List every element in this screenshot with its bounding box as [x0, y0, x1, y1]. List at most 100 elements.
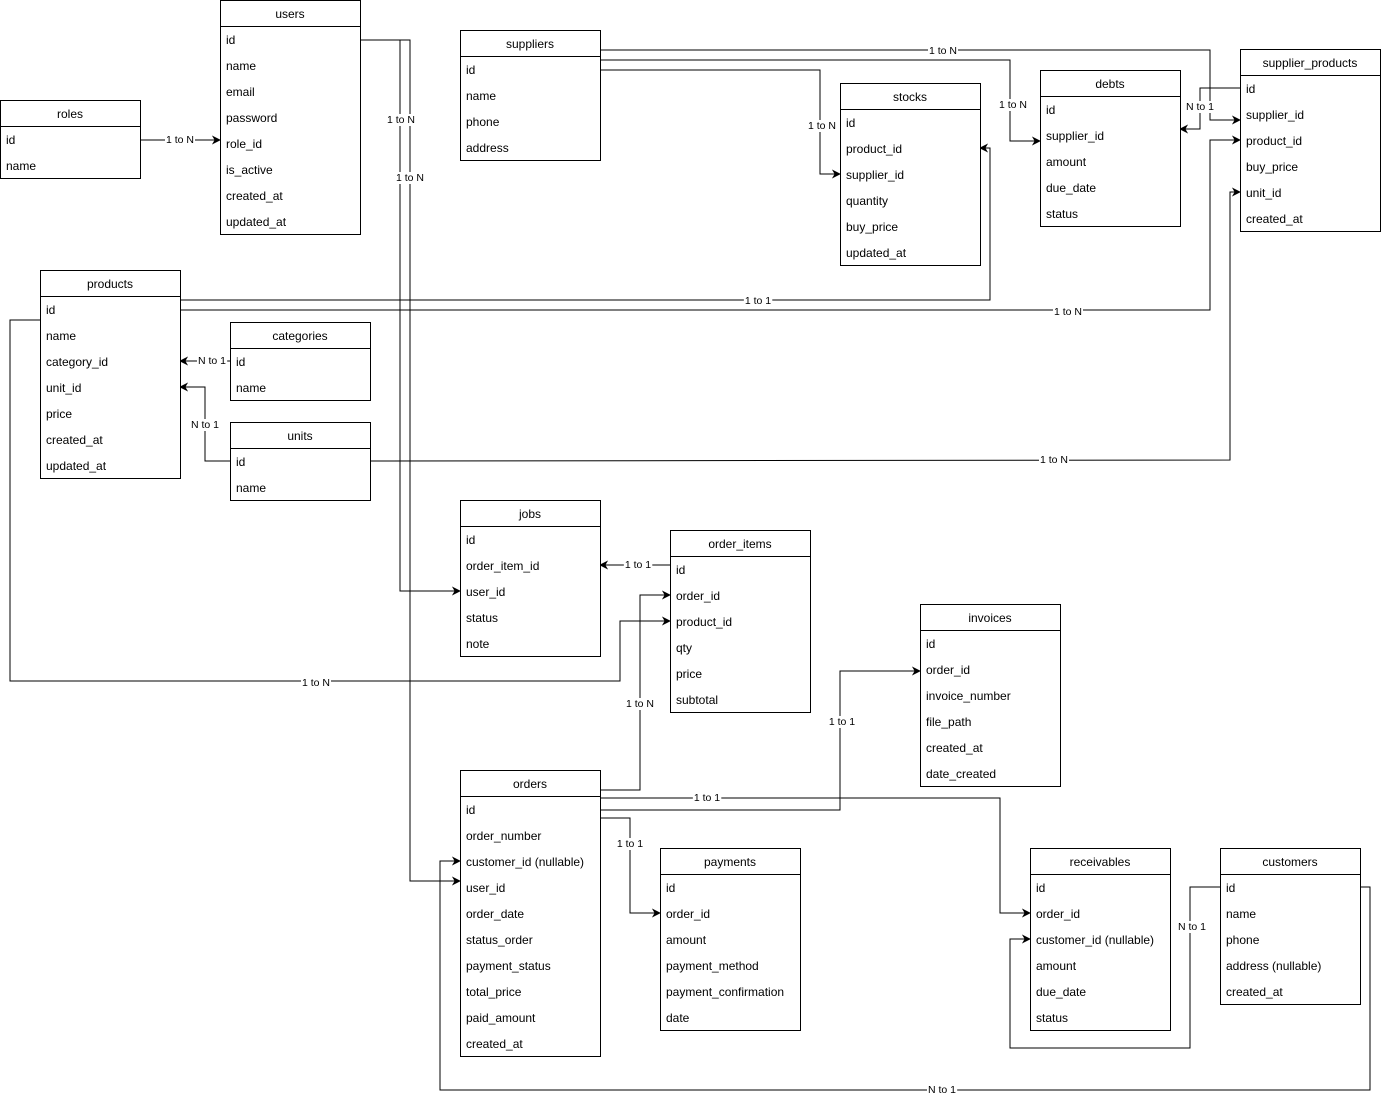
table-field[interactable]: id — [236, 455, 245, 469]
table-field[interactable]: buy_price — [1246, 160, 1298, 174]
table-field[interactable]: product_id — [846, 142, 902, 156]
table-field[interactable]: id — [466, 803, 475, 817]
table-field[interactable]: supplier_id — [846, 168, 904, 182]
table-field[interactable]: created_at — [926, 741, 983, 755]
table-field[interactable]: product_id — [1246, 134, 1302, 148]
table-field[interactable]: created_at — [1246, 212, 1303, 226]
table-field[interactable]: supplier_id — [1246, 108, 1304, 122]
table-field[interactable]: amount — [666, 933, 707, 947]
table-field[interactable]: updated_at — [846, 246, 907, 260]
table-field[interactable]: amount — [1046, 155, 1087, 169]
table-field[interactable]: payment_method — [666, 959, 759, 973]
table-field[interactable]: name — [466, 89, 496, 103]
table-field[interactable]: customer_id (nullable) — [466, 855, 584, 869]
table-field[interactable]: file_path — [926, 715, 971, 729]
table-field[interactable]: due_date — [1036, 985, 1086, 999]
table-field[interactable]: total_price — [466, 985, 522, 999]
table-field[interactable]: id — [846, 116, 855, 130]
table-field[interactable]: paid_amount — [466, 1011, 536, 1025]
table-field[interactable]: updated_at — [46, 459, 107, 473]
table-field[interactable]: id — [676, 563, 685, 577]
table-field[interactable]: name — [1226, 907, 1256, 921]
table-field[interactable]: email — [226, 85, 255, 99]
table-field[interactable]: unit_id — [46, 381, 81, 395]
table-field[interactable]: status — [1046, 207, 1078, 221]
table-order-items[interactable]: order_itemsidorder_idproduct_idqtyprices… — [670, 530, 811, 713]
table-field[interactable]: id — [6, 133, 15, 147]
table-field[interactable]: id — [466, 63, 475, 77]
table-field[interactable]: id — [226, 33, 235, 47]
table-field[interactable]: order_id — [1036, 907, 1080, 921]
table-field[interactable]: phone — [466, 115, 500, 129]
table-invoices[interactable]: invoicesidorder_idinvoice_numberfile_pat… — [920, 604, 1061, 787]
table-field[interactable]: name — [236, 481, 266, 495]
table-field[interactable]: order_item_id — [466, 559, 539, 573]
table-products[interactable]: productsidnamecategory_idunit_idpricecre… — [40, 270, 181, 479]
table-field[interactable]: name — [226, 59, 256, 73]
table-field[interactable]: id — [1036, 881, 1045, 895]
table-field[interactable]: invoice_number — [926, 689, 1011, 703]
table-field[interactable]: user_id — [466, 585, 505, 599]
table-field[interactable]: created_at — [1226, 985, 1283, 999]
table-field[interactable]: unit_id — [1246, 186, 1281, 200]
table-stocks[interactable]: stocksidproduct_idsupplier_idquantitybuy… — [840, 83, 981, 266]
table-field[interactable]: order_id — [926, 663, 970, 677]
table-field[interactable]: order_date — [466, 907, 524, 921]
table-field[interactable]: id — [46, 303, 55, 317]
table-field[interactable]: status — [466, 611, 498, 625]
table-field[interactable]: price — [676, 667, 702, 681]
table-field[interactable]: name — [236, 381, 266, 395]
table-field[interactable]: created_at — [226, 189, 283, 203]
table-field[interactable]: id — [466, 533, 475, 547]
table-users[interactable]: usersidnameemailpasswordrole_idis_active… — [220, 0, 361, 235]
table-field[interactable]: name — [6, 159, 36, 173]
table-field[interactable]: status_order — [466, 933, 533, 947]
table-field[interactable]: date — [666, 1011, 690, 1025]
table-field[interactable]: created_at — [46, 433, 103, 447]
table-field[interactable]: price — [46, 407, 72, 421]
table-field[interactable]: name — [46, 329, 76, 343]
table-field[interactable]: order_id — [666, 907, 710, 921]
table-field[interactable]: updated_at — [226, 215, 287, 229]
table-field[interactable]: amount — [1036, 959, 1077, 973]
table-field[interactable]: due_date — [1046, 181, 1096, 195]
table-field[interactable]: id — [1246, 82, 1255, 96]
table-field[interactable]: phone — [1226, 933, 1260, 947]
table-field[interactable]: qty — [676, 641, 692, 655]
table-field[interactable]: note — [466, 637, 490, 651]
table-payments[interactable]: paymentsidorder_idamountpayment_methodpa… — [660, 848, 801, 1031]
table-supplier-products[interactable]: supplier_productsidsupplier_idproduct_id… — [1240, 49, 1381, 232]
table-field[interactable]: quantity — [846, 194, 888, 208]
table-field[interactable]: id — [1226, 881, 1235, 895]
table-field[interactable]: order_number — [466, 829, 541, 843]
table-field[interactable]: address — [466, 141, 509, 155]
table-field[interactable]: product_id — [676, 615, 732, 629]
table-field[interactable]: password — [226, 111, 277, 125]
table-field[interactable]: id — [236, 355, 245, 369]
table-field[interactable]: buy_price — [846, 220, 898, 234]
table-field[interactable]: payment_confirmation — [666, 985, 784, 999]
table-field[interactable]: id — [666, 881, 675, 895]
table-field[interactable]: order_id — [676, 589, 720, 603]
table-field[interactable]: user_id — [466, 881, 505, 895]
table-field[interactable]: date_created — [926, 767, 996, 781]
table-field[interactable]: status — [1036, 1011, 1068, 1025]
table-field[interactable]: id — [926, 637, 935, 651]
table-field[interactable]: id — [1046, 103, 1055, 117]
table-field[interactable]: customer_id (nullable) — [1036, 933, 1154, 947]
table-field[interactable]: supplier_id — [1046, 129, 1104, 143]
table-field[interactable]: role_id — [226, 137, 262, 151]
table-field[interactable]: address (nullable) — [1226, 959, 1321, 973]
table-field[interactable]: is_active — [226, 163, 273, 177]
table-field[interactable]: subtotal — [676, 693, 718, 707]
table-field[interactable]: category_id — [46, 355, 108, 369]
